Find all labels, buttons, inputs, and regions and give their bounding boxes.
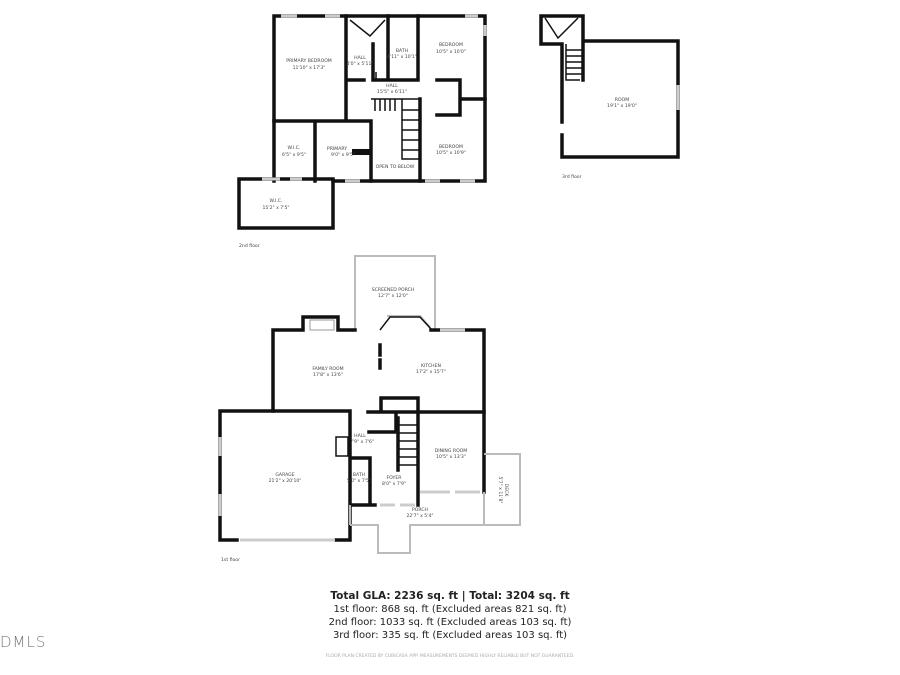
room-dims: 4'11" x 10'1" (387, 54, 417, 60)
floor-area-3: 3rd floor: 335 sq. ft (Excluded areas 10… (332, 630, 568, 641)
room-dims: 15'5" x 6'11" (377, 89, 407, 95)
room-name: HALL (354, 433, 366, 439)
room-dims: 10'5" x 10'0" (436, 49, 466, 55)
room-name: KITCHEN (421, 363, 441, 369)
room-name: BATH (396, 48, 408, 54)
room-dims: 12'7" x 12'0" (378, 293, 408, 299)
room-name: DINING ROOM (435, 448, 468, 454)
room-name: BEDROOM (439, 144, 463, 150)
fireplace (309, 319, 335, 331)
dmls-logo: DMLS (0, 633, 47, 651)
room-name: OPEN TO BELOW (376, 164, 415, 170)
room-dims: 21'2" x 20'10" (269, 478, 302, 484)
floor-label: 2nd floor (239, 243, 260, 249)
room-dims: 10'5" x 13'3" (436, 454, 466, 460)
room-name: FAMILY ROOM (312, 366, 343, 372)
first-floor-plan: 1st floor (218, 255, 521, 563)
stairs (335, 424, 417, 466)
room-name: HALL (354, 55, 366, 61)
room-dims: 11'10" x 17'3" (293, 65, 326, 71)
room-name: HALL (386, 83, 398, 89)
room-dims: 4'0" x 5'11" (346, 61, 373, 67)
area-summary: Total GLA: 2236 sq. ft | Total: 3204 sq.… (0, 590, 900, 642)
room-name: PRIMARY (327, 146, 347, 152)
room-dims: 8'0" x 7'9" (382, 481, 406, 487)
room-dims: 15'2" x 7'5" (262, 205, 289, 211)
total-area: Total GLA: 2236 sq. ft | Total: 3204 sq.… (330, 590, 570, 602)
floor-label: 1st floor (221, 557, 240, 563)
room-name: PORCH (412, 507, 428, 513)
room-dims: 17'2" x 15'7" (416, 369, 446, 375)
floor-label: 3rd floor (562, 174, 582, 180)
room-name: W.I.C. (288, 145, 301, 151)
room-dims: 5'7" x 11'8" (497, 476, 503, 503)
room-dims: 6'5" x 9'5" (282, 152, 306, 158)
room-dims: 17'8" x 13'6" (313, 372, 343, 378)
room-dims: 19'1" x 19'0" (607, 103, 637, 109)
stairs (371, 98, 420, 160)
room-name: ROOM (615, 97, 629, 103)
room-dims: 10'5" x 10'9" (436, 150, 466, 156)
room-name: FOYER (387, 475, 403, 481)
room-labels-second: PRIMARY BEDROOM 11'10" x 17'3" HALL 4'0"… (262, 42, 465, 211)
room-dims: 22'7" x 5'4" (406, 513, 433, 519)
room-name: GARAGE (275, 472, 294, 478)
room-dims: 9'0" x 9'5" (331, 152, 355, 158)
room-labels-first: SCREENED PORCH 12'7" x 12'0" FAMILY ROOM… (269, 287, 509, 519)
disclaimer: FLOOR PLAN CREATED BY CUBICASA APP. MEAS… (325, 654, 575, 659)
room-name: SCREENED PORCH (372, 287, 414, 293)
room-name: BEDROOM (439, 42, 463, 48)
second-floor-plan: 2nd floor (237, 14, 487, 249)
room-labels-third: ROOM 19'1" x 19'0" (607, 97, 637, 109)
room-dims: 5'0" x 7'5" (347, 478, 371, 484)
third-floor-plan: 3rd floor (539, 14, 680, 180)
floor-area-1: 1st floor: 868 sq. ft (Excluded areas 82… (333, 604, 567, 615)
floor-area-2: 2nd floor: 1033 sq. ft (Excluded areas 1… (328, 617, 572, 628)
fixture (352, 149, 370, 155)
room-name: PRIMARY BEDROOM (286, 58, 332, 64)
room-name: DECK (503, 484, 509, 498)
room-dims: 7'9" x 7'6" (350, 439, 374, 445)
room-name: W.I.C. (270, 198, 283, 204)
room-name: BATH (353, 472, 365, 478)
